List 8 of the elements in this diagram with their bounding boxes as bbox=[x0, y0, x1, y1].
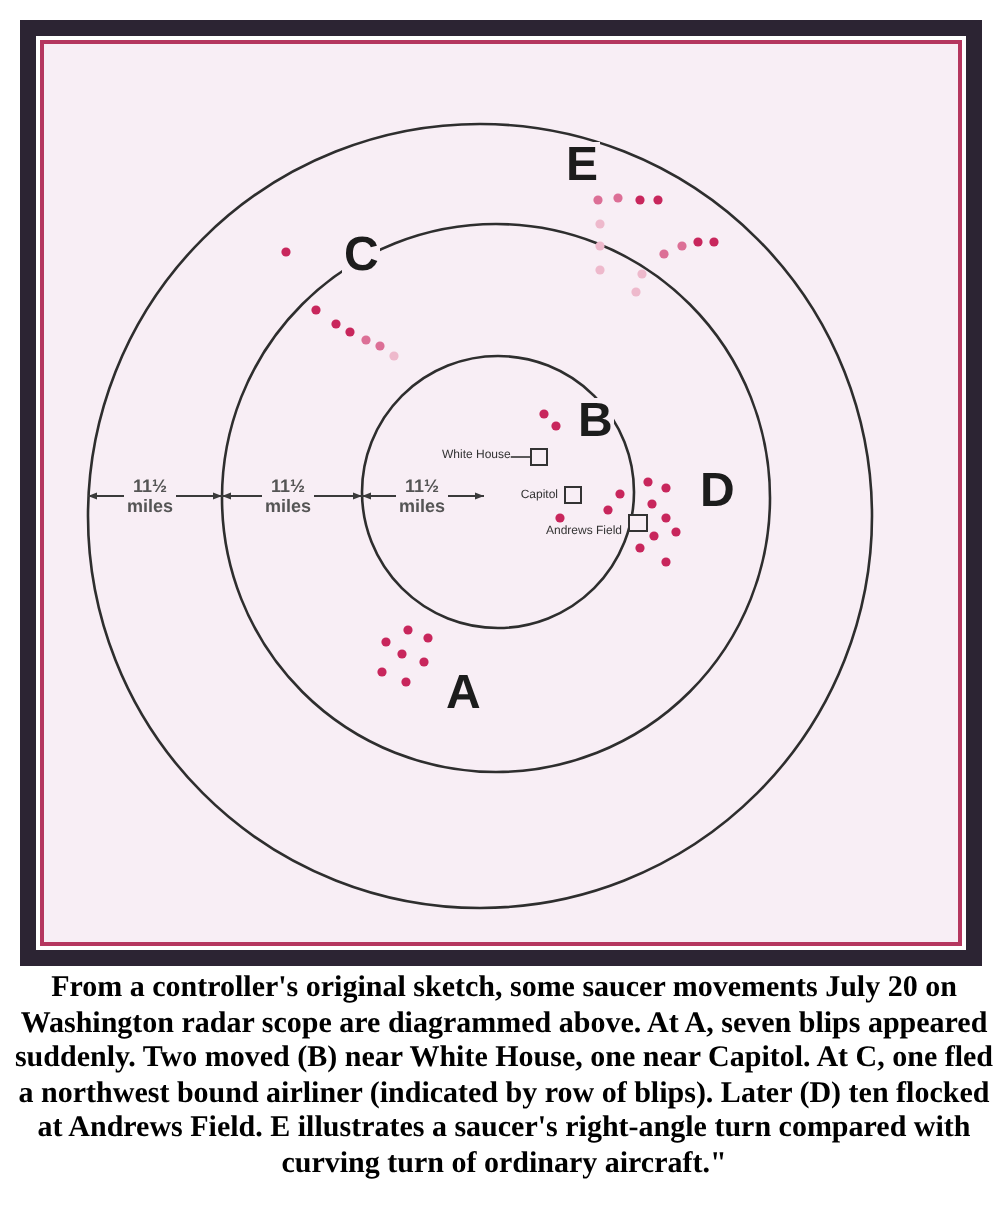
leader-line bbox=[509, 456, 531, 458]
landmark-square bbox=[530, 448, 548, 466]
dimension-label: 11½ miles bbox=[124, 476, 175, 516]
dimension-label: 11½ miles bbox=[262, 476, 313, 516]
dimension-label: 11½ miles bbox=[396, 476, 447, 516]
landmark-square bbox=[628, 514, 648, 532]
caption: From a controller's original sketch, some saucer movements July 20 on Washington radar scope are diagrammed above. At A, seven blips appeared suddenly. Two moved (B) near White House, one near Capitol. At C, one fled a northwest bound airliner (indicated by row of blips). Later (D) ten flocked at Andrews Field. E illustrates a saucer's right-angle turn compared with curving turn of ordinary aircraft." bbox=[12, 972, 996, 1182]
landmark-square bbox=[564, 486, 582, 504]
